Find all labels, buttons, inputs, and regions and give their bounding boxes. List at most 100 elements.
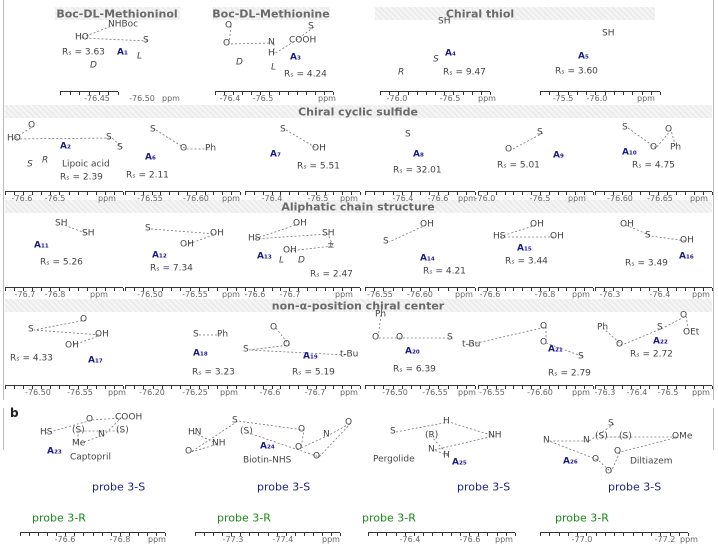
atom-label: Ph xyxy=(670,142,682,153)
axis-tick-label: -76.55 xyxy=(422,388,448,397)
axis-tick-label: -76.5 xyxy=(252,94,274,103)
axis-tick-label: -76.6 xyxy=(54,535,76,544)
axis-tick-mark xyxy=(432,533,434,536)
atom-label: S xyxy=(447,332,453,343)
axis-tick-mark xyxy=(632,533,634,536)
axis-unit-label: ppm xyxy=(458,194,476,203)
axis-tick-label: -76.55 xyxy=(367,290,393,299)
bond-line xyxy=(248,327,347,356)
axis-tick-mark xyxy=(104,288,106,291)
axis-unit-label: ppm xyxy=(495,535,513,544)
section-header-banner xyxy=(5,200,712,213)
atom-label: SH xyxy=(82,228,95,239)
atom-label: S xyxy=(405,129,411,140)
axis-tick-mark xyxy=(513,386,515,389)
axis-tick-label: -76.65 xyxy=(647,194,673,203)
axis-tick-mark xyxy=(298,192,300,195)
axis-tick-mark xyxy=(289,386,291,389)
atom-label: HN xyxy=(188,427,202,438)
axis-tick-mark xyxy=(151,192,153,195)
atom-label: N xyxy=(543,435,550,446)
axis-unit-label: ppm xyxy=(637,94,655,103)
axis-tick-mark xyxy=(557,192,559,195)
atom-label: S xyxy=(622,122,628,133)
resolution-value: Rₛ = 7.34 xyxy=(150,263,193,274)
axis-tick-mark xyxy=(416,92,418,95)
axis-tick-mark xyxy=(389,92,391,95)
axis-tick-mark xyxy=(487,533,489,536)
atom-label: NH xyxy=(488,430,502,441)
axis-tick-mark xyxy=(522,386,524,389)
axis-tick-mark xyxy=(235,386,237,389)
axis-tick-mark xyxy=(685,386,686,389)
axis-tick-mark xyxy=(475,192,476,195)
axis-tick-mark xyxy=(703,386,704,389)
axis-tick-mark xyxy=(694,386,695,389)
axis-tick-label: -76.6 xyxy=(11,194,33,203)
axis-tick-mark xyxy=(459,533,461,536)
axis-tick-mark xyxy=(486,386,488,389)
axis-tick-mark xyxy=(271,192,273,195)
compound-id-label: A₁₈ xyxy=(193,348,208,359)
axis-tick-mark xyxy=(47,533,49,536)
axis-tick-mark xyxy=(456,288,458,291)
compound-id-label: A₁ xyxy=(117,47,128,58)
axis-tick-mark xyxy=(676,192,677,195)
atom-label: S xyxy=(106,132,112,143)
atom-label: O xyxy=(616,339,624,350)
axis-tick-label: -76.5 xyxy=(44,194,66,203)
axis-tick-mark xyxy=(465,288,467,291)
axis-tick-mark xyxy=(593,386,594,389)
atom-label: Ph xyxy=(205,143,217,154)
axis-tick-mark xyxy=(712,288,713,291)
compound-id-label: A₂₀ xyxy=(405,346,420,357)
axis-tick-mark xyxy=(50,192,52,195)
axis-unit-label: ppm xyxy=(692,388,710,397)
axis-tick-mark xyxy=(134,386,136,389)
axis-tick-mark xyxy=(342,192,344,195)
axis-tick-mark xyxy=(505,533,507,536)
axis-tick-mark xyxy=(658,386,659,389)
axis-tick-mark xyxy=(324,386,326,389)
bond-line xyxy=(150,228,217,246)
atom-label: O xyxy=(345,417,353,428)
atom-label: HO xyxy=(75,32,89,43)
axis-tick-mark xyxy=(694,288,695,291)
axis-tick-mark xyxy=(271,288,273,291)
atom-label: HS xyxy=(493,231,506,242)
axis-tick-mark xyxy=(245,192,246,195)
atom-label: O xyxy=(665,124,673,135)
axis-tick-mark xyxy=(586,533,588,536)
axis-unit-label: ppm xyxy=(162,94,180,103)
atom-label: O xyxy=(313,451,321,462)
axis-tick-mark xyxy=(558,92,560,95)
axis-tick-mark xyxy=(161,386,163,389)
axis-tick-label: -77.4 xyxy=(272,535,294,544)
axis-tick-mark xyxy=(86,288,88,291)
axis-tick-mark xyxy=(558,533,560,536)
axis-tick-mark xyxy=(133,192,135,195)
axis-tick-mark xyxy=(231,533,233,536)
atom-label: OH xyxy=(530,219,544,230)
axis-tick-mark xyxy=(374,288,376,291)
compound-id-label: A₁₇ xyxy=(88,355,103,366)
resolution-value: Rₛ = 4.33 xyxy=(10,353,53,364)
bond-line xyxy=(388,224,427,243)
axis-tick-label: -76.55 xyxy=(137,194,163,203)
axis-tick-mark xyxy=(195,192,197,195)
axis-tick-mark xyxy=(495,386,497,389)
resolution-value: Rₛ = 4.21 xyxy=(423,266,466,277)
axis-tick-mark xyxy=(351,192,353,195)
compound-id-label: A₇ xyxy=(270,149,281,160)
axis-tick-mark xyxy=(289,288,291,291)
axis-tick-mark xyxy=(631,192,632,195)
axis-tick-mark xyxy=(32,386,34,389)
atom-label: S xyxy=(150,124,156,135)
axis-tick-mark xyxy=(368,533,369,536)
axis-tick-mark xyxy=(123,192,124,195)
atom-label: N xyxy=(428,444,435,455)
atom-label: S xyxy=(280,124,286,135)
axis-tick-mark xyxy=(287,92,289,95)
axis-tick-mark xyxy=(208,386,210,389)
axis-unit-label: ppm xyxy=(478,94,496,103)
